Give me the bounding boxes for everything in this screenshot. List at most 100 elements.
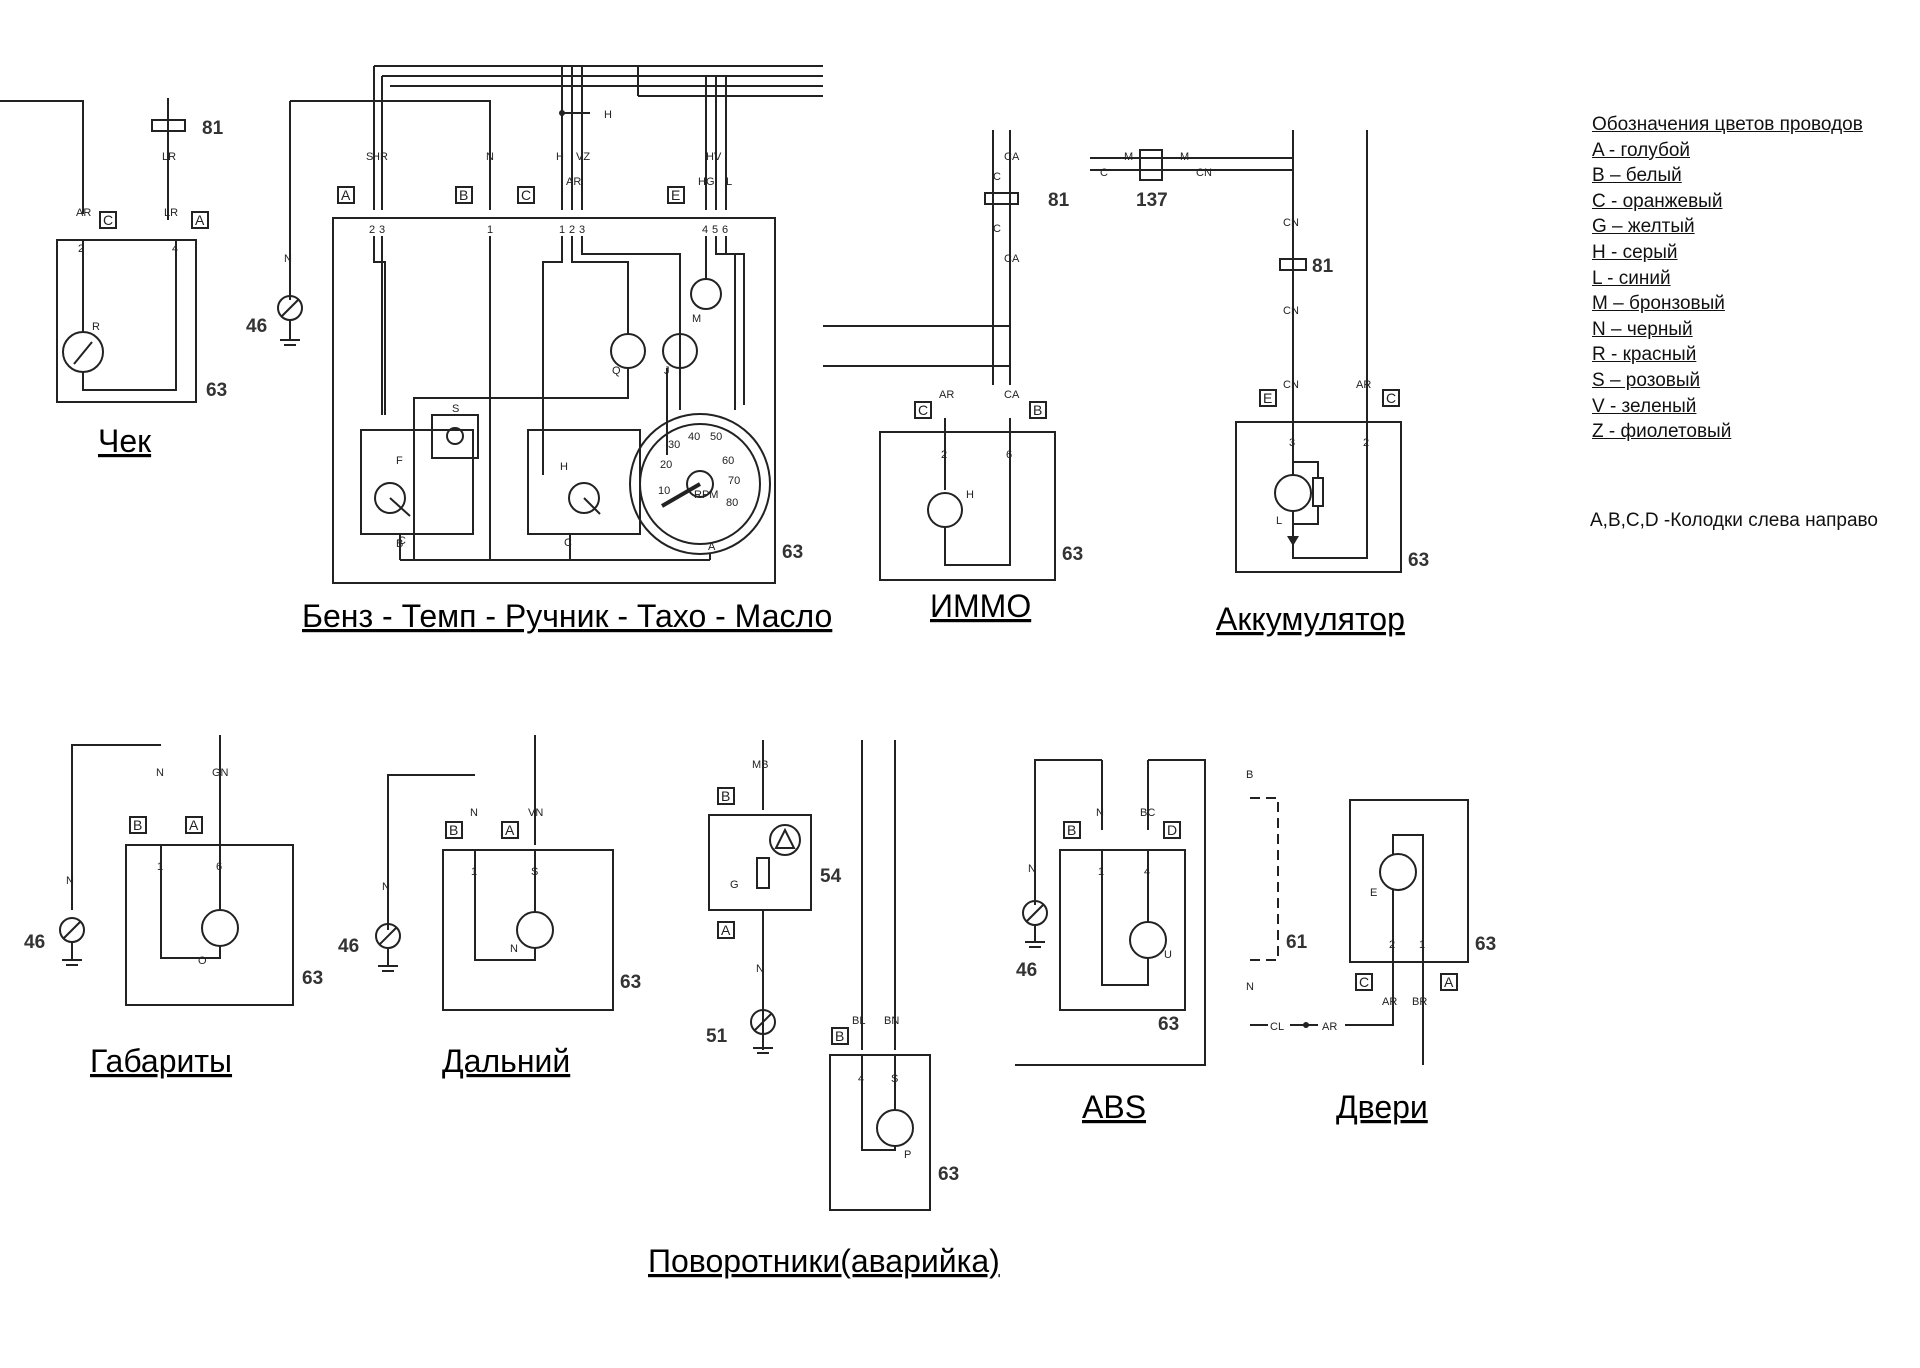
wire-label-n: N	[284, 253, 292, 265]
instrument-panel-63-label: 63	[1408, 550, 1429, 571]
wire-label-n: N	[1096, 807, 1104, 819]
wire-label-ca: CA	[1004, 151, 1020, 163]
wire-label-gn: GN	[212, 767, 229, 779]
letter-label: E	[1370, 887, 1377, 899]
caption-parking: Габариты	[90, 1043, 232, 1079]
tacho-label: 40	[688, 431, 700, 443]
connector-label: C	[564, 537, 572, 549]
connector-b: B	[1033, 402, 1042, 418]
battery-block: C M M CN 137 CN 81 CN CN AR E C 3 2 L 63…	[1090, 130, 1429, 637]
letter-label: J	[664, 365, 670, 377]
check-engine-lamp-icon	[62, 331, 104, 373]
letter-label: Q	[612, 365, 621, 377]
caption-battery: Аккумулятор	[1216, 601, 1405, 637]
turn-signals-block: MB B G 54 A N 51 BL BN B 4 S P 63 Поворо…	[648, 740, 1000, 1279]
wire-label-n: N	[66, 875, 74, 887]
caption-doors: Двери	[1336, 1089, 1428, 1125]
wire-label-n: N	[382, 881, 390, 893]
legend-item: H - серый	[1592, 241, 1678, 263]
wire-label-hv: HV	[706, 151, 722, 163]
hazard-warning-icon	[769, 824, 801, 856]
wire-label-cn: CN	[1283, 305, 1299, 317]
pin-label: 2	[569, 224, 575, 236]
wire-label-vn: VN	[528, 807, 543, 819]
check-block: 81 LR LR AR C A 2 4 R 63 Чек	[0, 98, 227, 459]
wire-label-h: H	[556, 151, 564, 163]
wire-label-mb: MB	[752, 759, 769, 771]
caption-check: Чек	[98, 423, 152, 459]
abs-lamp-icon	[1129, 921, 1167, 959]
caption-gauges: Бенз - Темп - Ручник - Тахо - Масло	[302, 598, 832, 634]
pin-label: 1	[471, 866, 477, 878]
legend-item: N – черный	[1592, 318, 1693, 340]
connector-b: B	[835, 1028, 844, 1044]
legend-item: G – желтый	[1592, 216, 1695, 238]
wire-label-bc: BC	[1140, 807, 1155, 819]
ground-46-label: 46	[24, 932, 45, 953]
pin-label: 3	[379, 224, 385, 236]
immo-block: 81 CA C C CA AR CA C B 2 6 H 63 ИММО	[879, 130, 1083, 624]
wire-label-br: BR	[1412, 996, 1427, 1008]
wire-label-l: L	[726, 176, 732, 188]
temp-gauge-icon	[568, 482, 600, 514]
pin-label: 6	[1006, 449, 1012, 461]
wire-label-c: C	[1100, 167, 1108, 179]
pin-label: 2	[941, 449, 947, 461]
wire-label-m: M	[1124, 151, 1133, 163]
parking-lamp-box	[125, 844, 294, 1006]
wire-label-n: N	[486, 151, 494, 163]
turn-lamp-box	[829, 1054, 931, 1211]
tacho-label: 60	[722, 455, 734, 467]
tacho-label: 10	[658, 485, 670, 497]
ground-46-label: 46	[338, 936, 359, 957]
wire-label-ar: AR	[1356, 379, 1371, 391]
immobilizer-lamp-icon	[927, 492, 963, 528]
wire-label-c: C	[993, 223, 1001, 235]
tacho-label: 30	[668, 439, 680, 451]
fuse-81-label: 81	[202, 118, 224, 139]
pin-label: 4	[702, 224, 708, 236]
connector-a: A	[1444, 974, 1454, 990]
parking-lights-block: N GN B A 1 6 O N 46 63 Габариты	[24, 735, 323, 1079]
wire-label-cl: CL	[1270, 1021, 1284, 1033]
wire-label-n: N	[470, 807, 478, 819]
wire-label-cn: CN	[1283, 217, 1299, 229]
letter-label: L	[1276, 515, 1282, 527]
legend-item: Z - фиолетовый	[1592, 421, 1732, 443]
warning-lamp-j-icon	[662, 333, 698, 369]
tacho-label: 50	[710, 431, 722, 443]
letter-label: G	[730, 879, 739, 891]
connector-label: A	[708, 541, 716, 553]
instrument-panel-63-label: 63	[620, 972, 641, 993]
connector-a: A	[505, 822, 515, 838]
instrument-panel-63-label: 63	[1158, 1014, 1179, 1035]
wire-label-cn: CN	[1196, 167, 1212, 179]
letter-label: C	[398, 535, 406, 547]
legend-item: C - оранжевый	[1592, 190, 1723, 212]
connector-c: C	[103, 212, 113, 228]
letter-label: O	[198, 955, 207, 967]
letter-label: S	[452, 403, 459, 415]
connector-a: A	[189, 817, 199, 833]
letter-label: H	[560, 461, 568, 473]
connector-c: C	[521, 187, 531, 203]
pin-label: 2	[1389, 939, 1395, 951]
wire-label-c: C	[993, 171, 1001, 183]
legend-item: A - голубой	[1592, 139, 1691, 161]
connector-a: A	[195, 212, 205, 228]
fuel-gauge-icon	[374, 482, 406, 514]
connector-a: A	[341, 187, 351, 203]
legend-item: S – розовый	[1592, 369, 1701, 391]
connector-c: C	[918, 402, 928, 418]
connector-b: B	[1067, 822, 1076, 838]
battery-indicator-box	[1235, 421, 1402, 573]
door-switch-label: B	[1246, 769, 1253, 781]
abs-block: N BC B D 1 4 U N 46 63 ABS	[1015, 759, 1206, 1125]
wire-label-n: N	[1028, 863, 1036, 875]
pin-label: 1	[559, 224, 565, 236]
pin-label: 2	[369, 224, 375, 236]
letter-label: M	[692, 313, 701, 325]
pin-label: 3	[579, 224, 585, 236]
wire-label-ar: AR	[1382, 996, 1397, 1008]
